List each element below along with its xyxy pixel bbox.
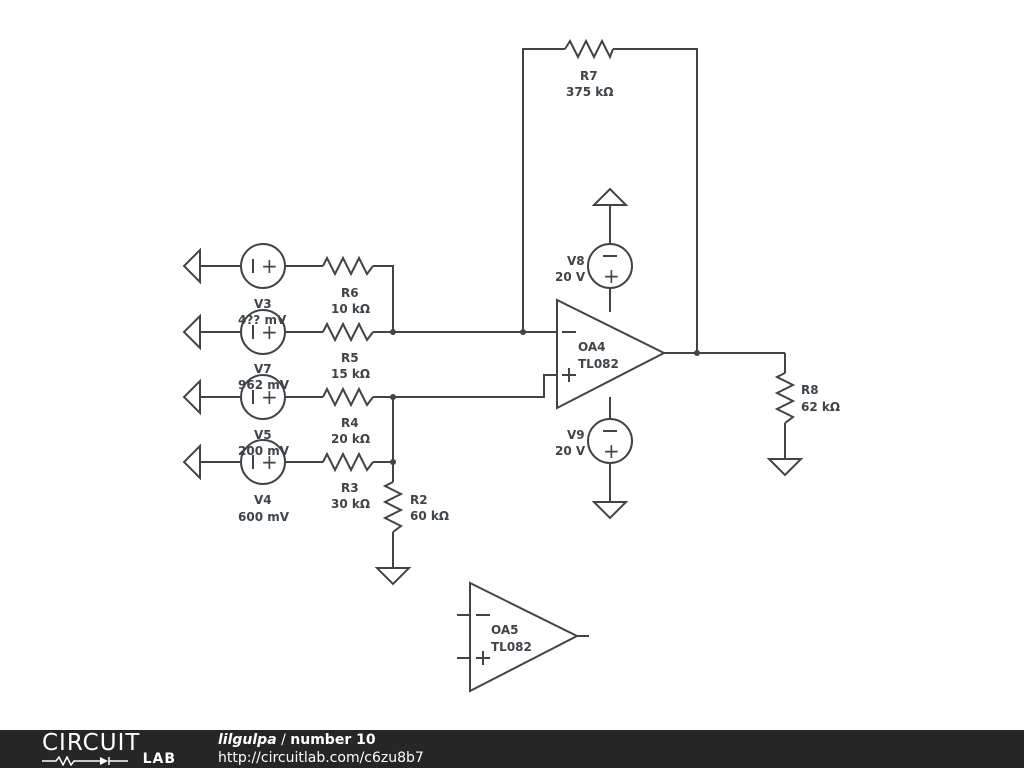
ground-symbol: [182, 247, 201, 285]
ground-symbol: [182, 443, 201, 481]
label-oa4-ref: OA4: [578, 340, 606, 354]
label-v7-value: 962 mV: [238, 378, 290, 392]
footer-bar: [0, 730, 1024, 768]
circuit-title: lilgulpa / number 10: [218, 732, 376, 749]
label-oa5-value: TL082: [491, 640, 532, 654]
plus-sign: +: [603, 439, 620, 463]
voltage-source-v7[interactable]: +: [240, 309, 286, 355]
junction-dot: [390, 394, 396, 400]
plus-sign: +: [261, 320, 278, 344]
label-r7-value: 375 kΩ: [566, 85, 613, 99]
label-oa5-ref: OA5: [491, 623, 519, 637]
voltage-source-v4[interactable]: +: [240, 439, 286, 485]
label-r5-value: 15 kΩ: [331, 367, 370, 381]
resistor-r4[interactable]: [322, 386, 374, 408]
label-r3-ref: R3: [341, 481, 359, 495]
resistor-r5[interactable]: [322, 321, 374, 343]
ground-symbols: [182, 187, 804, 586]
voltage-source-v3[interactable]: +: [240, 243, 286, 289]
resistor-r2[interactable]: [382, 481, 404, 533]
label-v4-ref: V4: [254, 493, 272, 507]
label-v3-ref: V3: [254, 297, 272, 311]
label-r3-value: 30 kΩ: [331, 497, 370, 511]
waveform-diode-icon: [42, 756, 128, 766]
circuit-schematic: + + + + + +: [182, 38, 840, 693]
logo-wordmark-bottom: LAB: [142, 751, 176, 767]
ground-symbol: [182, 378, 201, 416]
resistors: [322, 38, 796, 533]
opamp-oa5[interactable]: [457, 581, 589, 693]
label-v9-value: 20 V: [555, 444, 586, 458]
label-r8-ref: R8: [801, 383, 819, 397]
ground-symbol: [766, 458, 804, 477]
junction-dot: [694, 350, 700, 356]
voltage-source-v8[interactable]: +: [587, 243, 633, 289]
label-v3-value: 4?? mV: [238, 313, 287, 327]
ground-symbol: [374, 567, 412, 586]
label-v5-value: 200 mV: [238, 444, 290, 458]
logo-wordmark-top: CIRCUIT: [42, 730, 141, 756]
label-v5-ref: V5: [254, 428, 272, 442]
voltage-source-v5[interactable]: +: [240, 374, 286, 420]
label-r4-value: 20 kΩ: [331, 432, 370, 446]
label-r2-value: 60 kΩ: [410, 509, 449, 523]
plus-sign: +: [261, 385, 278, 409]
label-r4-ref: R4: [341, 416, 359, 430]
resistor-r3[interactable]: [322, 451, 374, 473]
circuitlab-logo[interactable]: CIRCUIT LAB: [42, 731, 176, 767]
plus-sign: +: [261, 450, 278, 474]
author-link[interactable]: lilgulpa: [218, 732, 277, 748]
junction-dot: [390, 329, 396, 335]
ground-symbol: [182, 313, 201, 351]
voltage-source-v9[interactable]: +: [587, 418, 633, 464]
label-v8-value: 20 V: [555, 270, 586, 284]
opamp-oa4[interactable]: [556, 298, 667, 410]
title-separator: /: [276, 732, 291, 748]
wires: [200, 48, 786, 568]
component-labels: R7 375 kΩ R6 10 kΩ R5 15 kΩ R4 20 kΩ R3 …: [238, 69, 840, 654]
junction-dots: [390, 329, 700, 465]
plus-sign: +: [261, 254, 278, 278]
circuit-name[interactable]: number 10: [290, 732, 376, 748]
junction-dot: [520, 329, 526, 335]
circuit-url-link[interactable]: http://circuitlab.com/c6zu8b7: [218, 750, 424, 766]
resistor-r8[interactable]: [774, 372, 796, 424]
label-r5-ref: R5: [341, 351, 359, 365]
label-r2-ref: R2: [410, 493, 428, 507]
resistor-r7[interactable]: [564, 38, 614, 60]
label-v7-ref: V7: [254, 362, 272, 376]
label-r8-value: 62 kΩ: [801, 400, 840, 414]
label-oa4-value: TL082: [578, 357, 619, 371]
ground-symbol: [591, 187, 629, 206]
resistor-r6[interactable]: [322, 255, 374, 277]
label-v9-ref: V9: [567, 428, 585, 442]
label-r6-ref: R6: [341, 286, 359, 300]
junction-dot: [390, 459, 396, 465]
label-v8-ref: V8: [567, 254, 585, 268]
label-r6-value: 10 kΩ: [331, 302, 370, 316]
plus-sign: +: [603, 264, 620, 288]
label-v4-value: 600 mV: [238, 510, 290, 524]
label-r7-ref: R7: [580, 69, 598, 83]
ground-symbol: [591, 501, 629, 520]
